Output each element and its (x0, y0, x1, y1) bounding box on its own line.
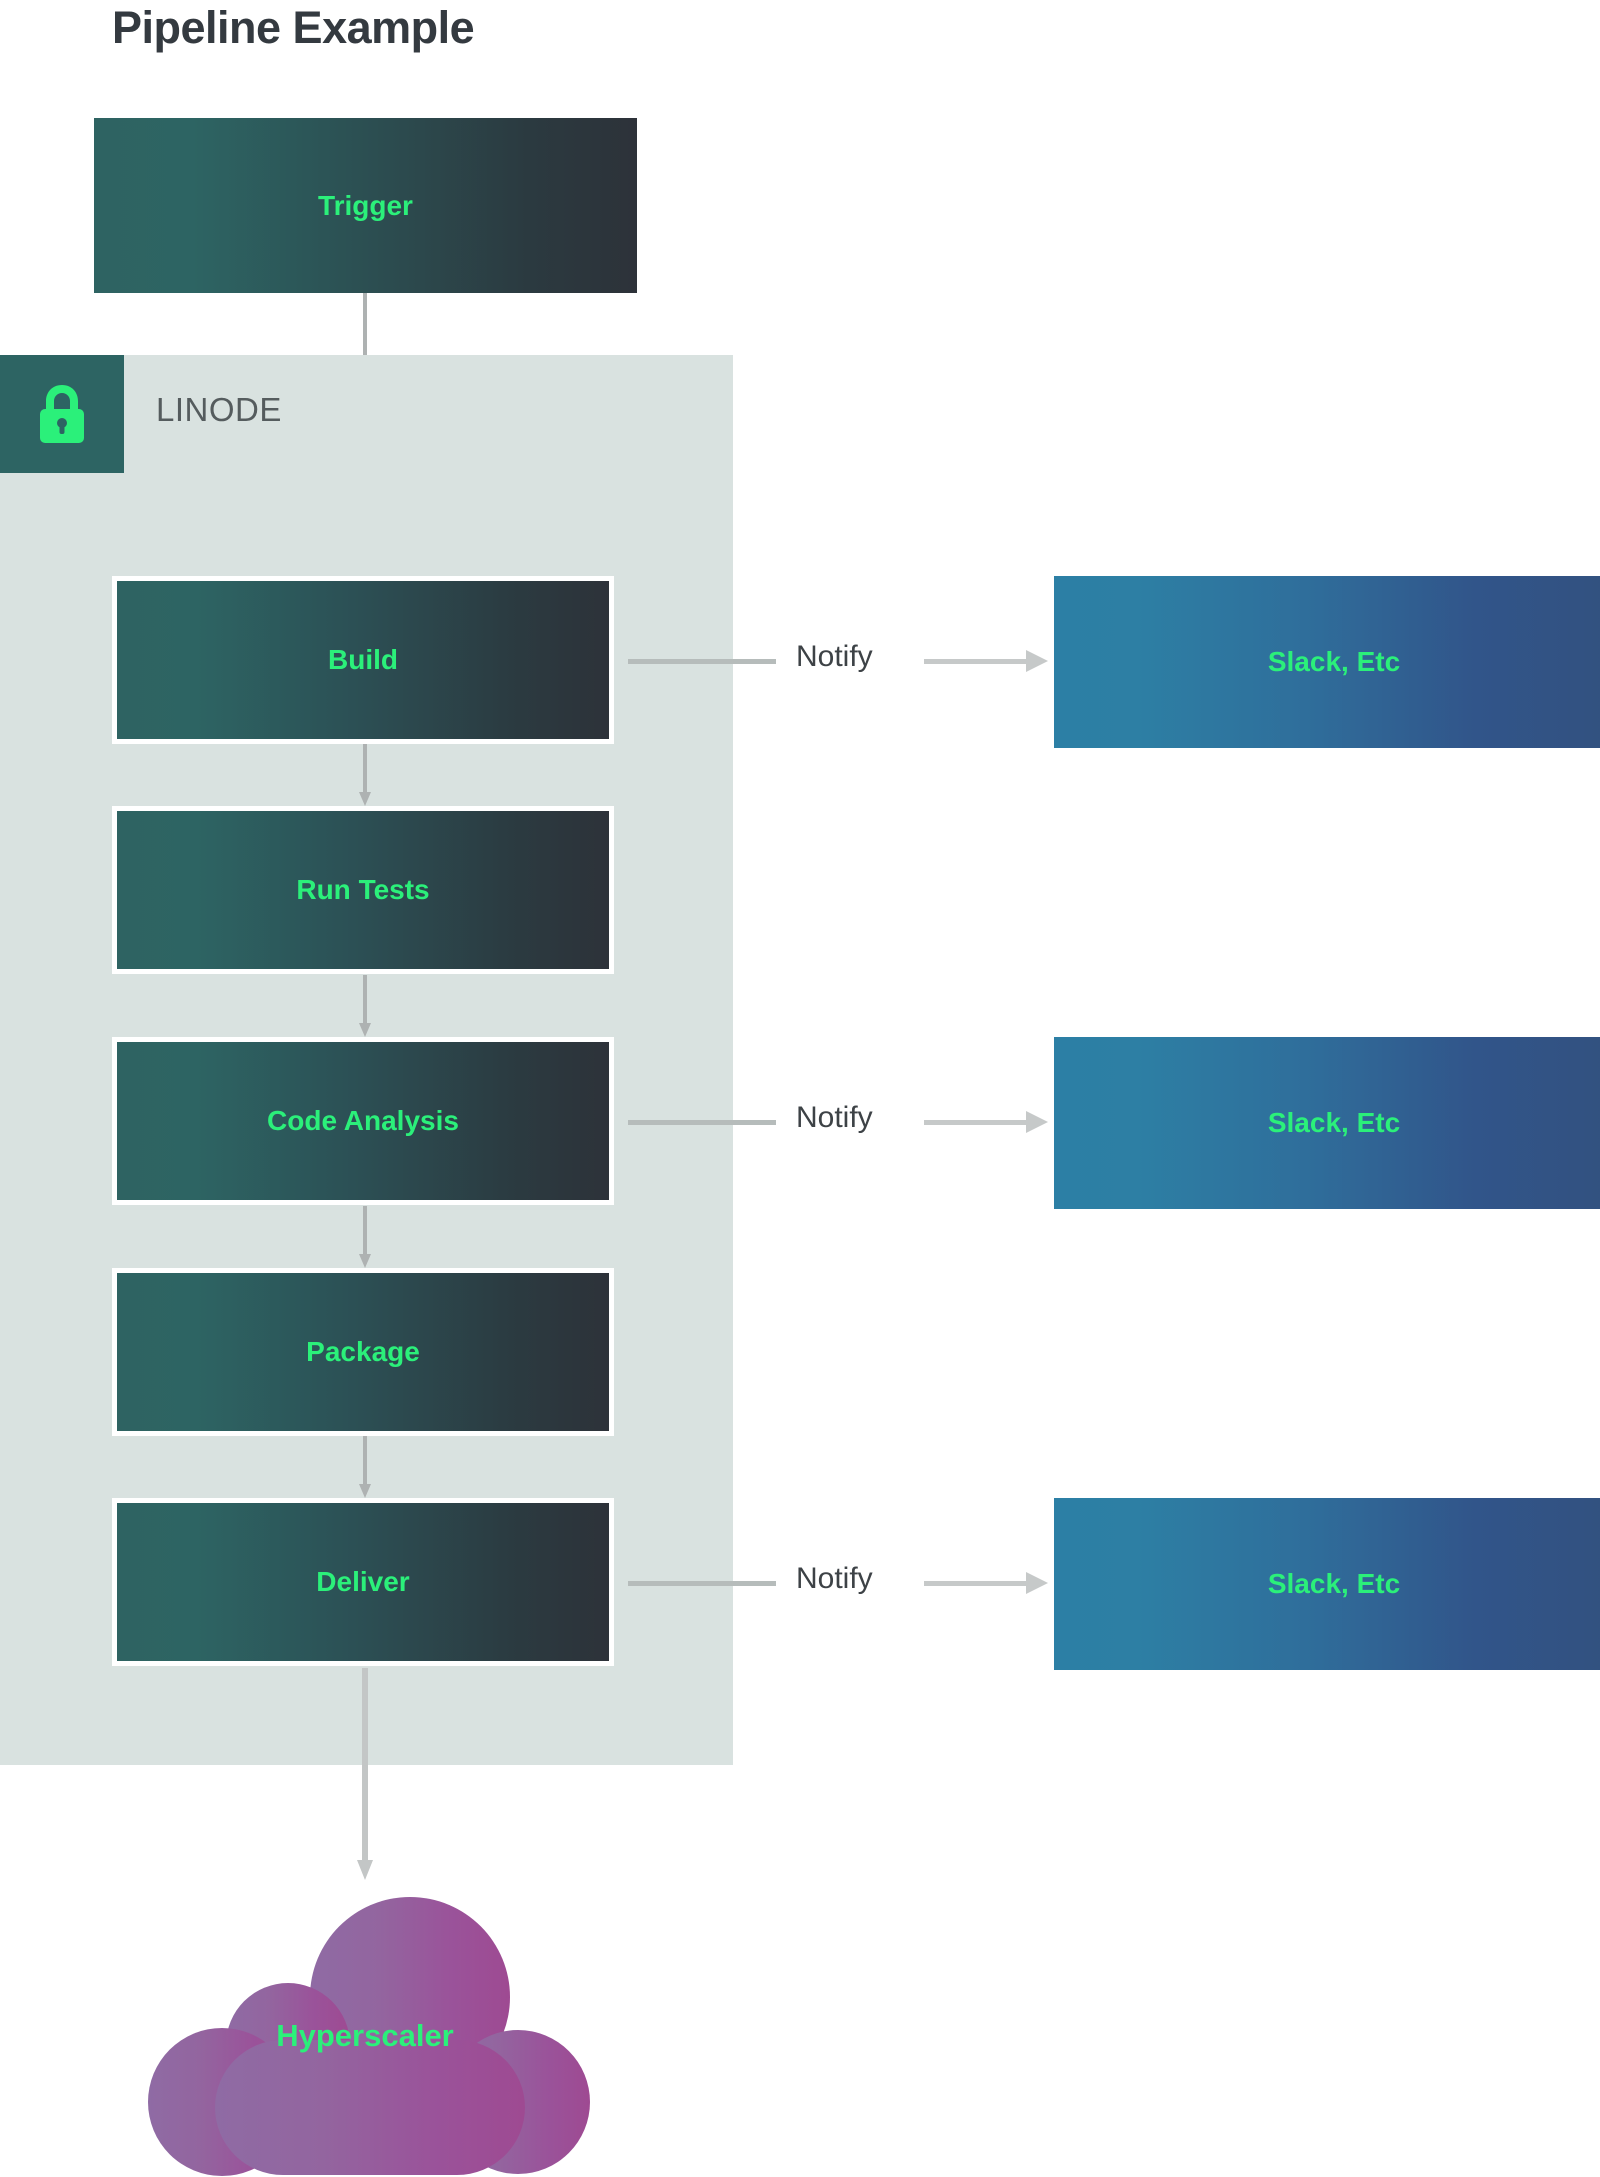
arrow-head-icon (359, 1023, 371, 1037)
arrow-head-icon (359, 1484, 371, 1498)
node-code-analysis-fill: Code Analysis (117, 1042, 609, 1200)
connector-runtests-to-codeanalysis (359, 975, 371, 1037)
connector-line (924, 659, 1028, 664)
connector-line (363, 975, 367, 1023)
connector-line (628, 1120, 776, 1125)
node-deliver-label: Deliver (316, 1566, 410, 1597)
notify-edge-deliver: Notify (614, 1562, 1064, 1604)
node-code-analysis[interactable]: Code Analysis (112, 1037, 614, 1205)
arrow-head-icon (359, 1254, 371, 1268)
node-build-fill: Build (117, 581, 609, 739)
node-trigger-label: Trigger (318, 189, 413, 221)
lock-icon (40, 385, 84, 443)
node-slack-3[interactable]: Slack, Etc (1054, 1498, 1600, 1670)
node-build[interactable]: Build (112, 576, 614, 744)
connector-build-to-runtests (359, 744, 371, 806)
connector-line (628, 1581, 776, 1586)
arrow-head-icon (1026, 650, 1048, 672)
node-trigger[interactable]: Trigger (94, 118, 637, 293)
node-slack-2-label: Slack, Etc (1267, 1107, 1401, 1138)
linode-group-label: LINODE (156, 391, 282, 428)
connector-line (362, 1668, 368, 1862)
node-code-analysis-label: Code Analysis (267, 1105, 459, 1136)
node-slack-1[interactable]: Slack, Etc (1054, 576, 1600, 748)
node-package[interactable]: Package (112, 1268, 614, 1436)
notify-edge-build: Notify (614, 640, 1064, 682)
node-build-label: Build (328, 644, 398, 675)
page-title: Pipeline Example (112, 2, 475, 53)
linode-lock-tile (0, 355, 124, 473)
node-runtests[interactable]: Run Tests (112, 806, 614, 974)
connector-line (924, 1581, 1028, 1586)
arrow-head-icon (357, 1860, 373, 1880)
connector-package-to-deliver (359, 1436, 371, 1498)
node-slack-2[interactable]: Slack, Etc (1054, 1037, 1600, 1209)
connector-line (363, 1436, 367, 1484)
notify-edge-code-analysis: Notify (614, 1101, 1064, 1143)
connector-codeanalysis-to-package (359, 1206, 371, 1268)
notify-label: Notify (796, 1101, 873, 1134)
arrow-head-icon (1026, 1111, 1048, 1133)
node-package-fill: Package (117, 1273, 609, 1431)
connector-line (628, 659, 776, 664)
node-hyperscaler-label: Hyperscaler (276, 2018, 454, 2053)
node-slack-1-label: Slack, Etc (1267, 646, 1401, 677)
cloud-shape-icon[interactable] (140, 1890, 590, 2177)
connector-line (363, 1206, 367, 1254)
connector-line (924, 1120, 1028, 1125)
connector-deliver-to-hyperscaler (357, 1668, 373, 1880)
arrow-head-icon (359, 792, 371, 806)
notify-label: Notify (796, 1562, 873, 1595)
notify-label: Notify (796, 640, 873, 673)
node-deliver-fill: Deliver (117, 1503, 609, 1661)
connector-line (363, 744, 367, 792)
node-runtests-fill: Run Tests (117, 811, 609, 969)
node-package-label: Package (306, 1336, 420, 1367)
node-deliver[interactable]: Deliver (112, 1498, 614, 1666)
arrow-head-icon (1026, 1572, 1048, 1594)
node-runtests-label: Run Tests (296, 874, 430, 905)
node-slack-3-label: Slack, Etc (1267, 1568, 1401, 1599)
